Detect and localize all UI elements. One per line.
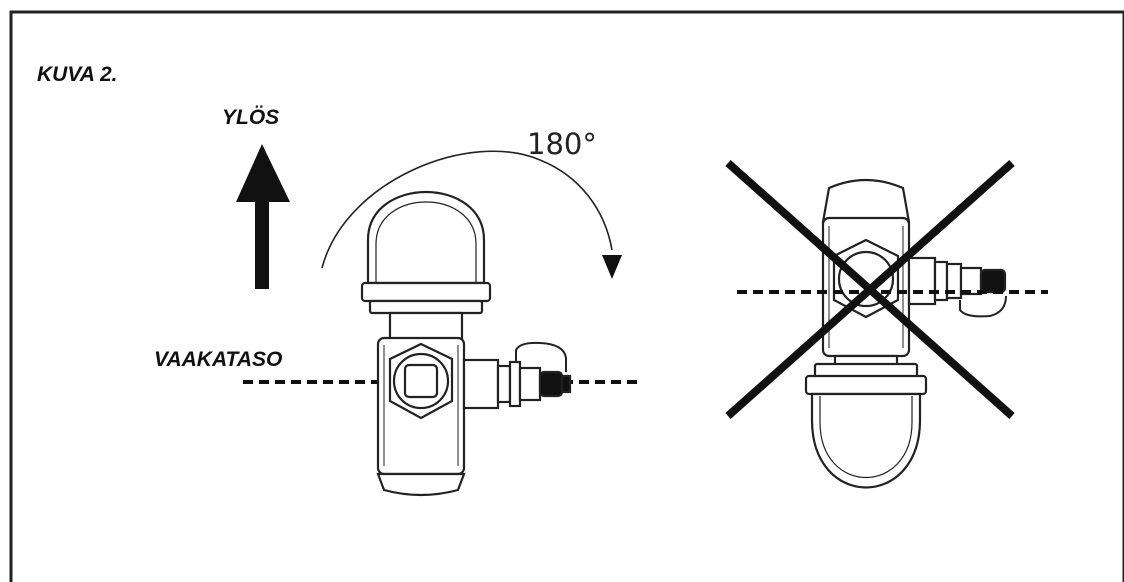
device-incorrect: [804, 178, 1007, 489]
up-arrow-icon: [236, 144, 290, 289]
rotation-angle-label: 180°: [527, 127, 597, 161]
up-label: YLÖS: [222, 106, 280, 129]
device-correct: [360, 190, 572, 497]
figure-frame: [9, 10, 1124, 582]
horizontal-label: VAAKATASO: [154, 348, 283, 371]
rotation-arrow-icon: [321, 150, 622, 279]
figure-caption: KUVA 2.: [37, 63, 118, 86]
cross-mark-icon: [725, 160, 1015, 419]
